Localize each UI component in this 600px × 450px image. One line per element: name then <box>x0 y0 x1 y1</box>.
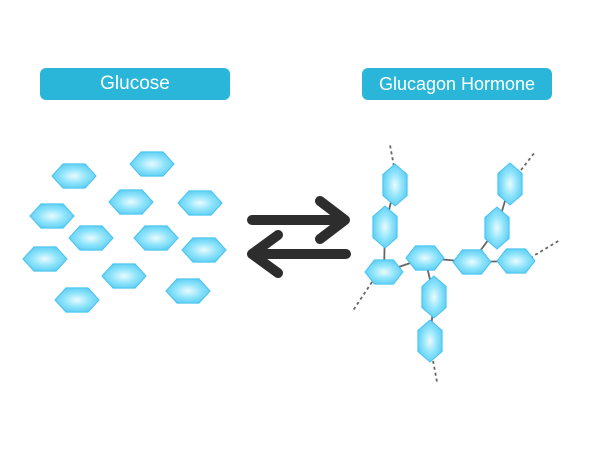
chain-continuation <box>529 239 561 259</box>
glucose-molecule-hexagon <box>165 278 211 304</box>
glucagon-unit-hexagon <box>417 319 443 363</box>
glucose-molecule-hexagon <box>29 203 75 229</box>
glucagon-unit-hexagon <box>497 162 523 206</box>
glucagon-unit-hexagon <box>364 259 404 285</box>
glucagon-unit-hexagon <box>405 245 445 271</box>
chain-continuation <box>351 281 373 313</box>
glucose-molecule-hexagon <box>177 190 223 216</box>
glucose-molecule-hexagon <box>54 287 100 313</box>
glucagon-unit-hexagon <box>496 248 536 274</box>
glucagon-hormone-label: Glucagon Hormone <box>362 68 552 100</box>
glucagon-unit-hexagon <box>382 163 408 207</box>
double-arrow-icon <box>247 196 351 278</box>
glucose-molecule-hexagon <box>129 151 175 177</box>
glucose-molecule-hexagon <box>101 263 147 289</box>
chain-continuation <box>431 354 438 383</box>
forward-arrow-icon <box>247 196 350 244</box>
glucose-molecule-hexagon <box>22 246 68 272</box>
glucose-molecules <box>22 151 227 313</box>
glucagon-unit-hexagon <box>452 249 492 275</box>
glucagon-unit-hexagon <box>372 205 398 249</box>
glucose-molecule-hexagon <box>51 163 97 189</box>
glucagon-unit-hexagon <box>484 206 510 250</box>
glucose-molecule-hexagon <box>133 225 179 251</box>
glucose-label: Glucose <box>40 68 230 100</box>
chain-continuation <box>389 144 396 173</box>
backward-arrow-icon <box>247 230 351 278</box>
glucose-molecule-hexagon <box>108 189 154 215</box>
glucose-molecule-hexagon <box>68 225 114 251</box>
chain-continuation <box>520 151 536 171</box>
glucagon-hormone-chain <box>351 144 561 383</box>
glucagon-unit-hexagon <box>421 275 447 319</box>
glucose-molecule-hexagon <box>181 237 227 263</box>
